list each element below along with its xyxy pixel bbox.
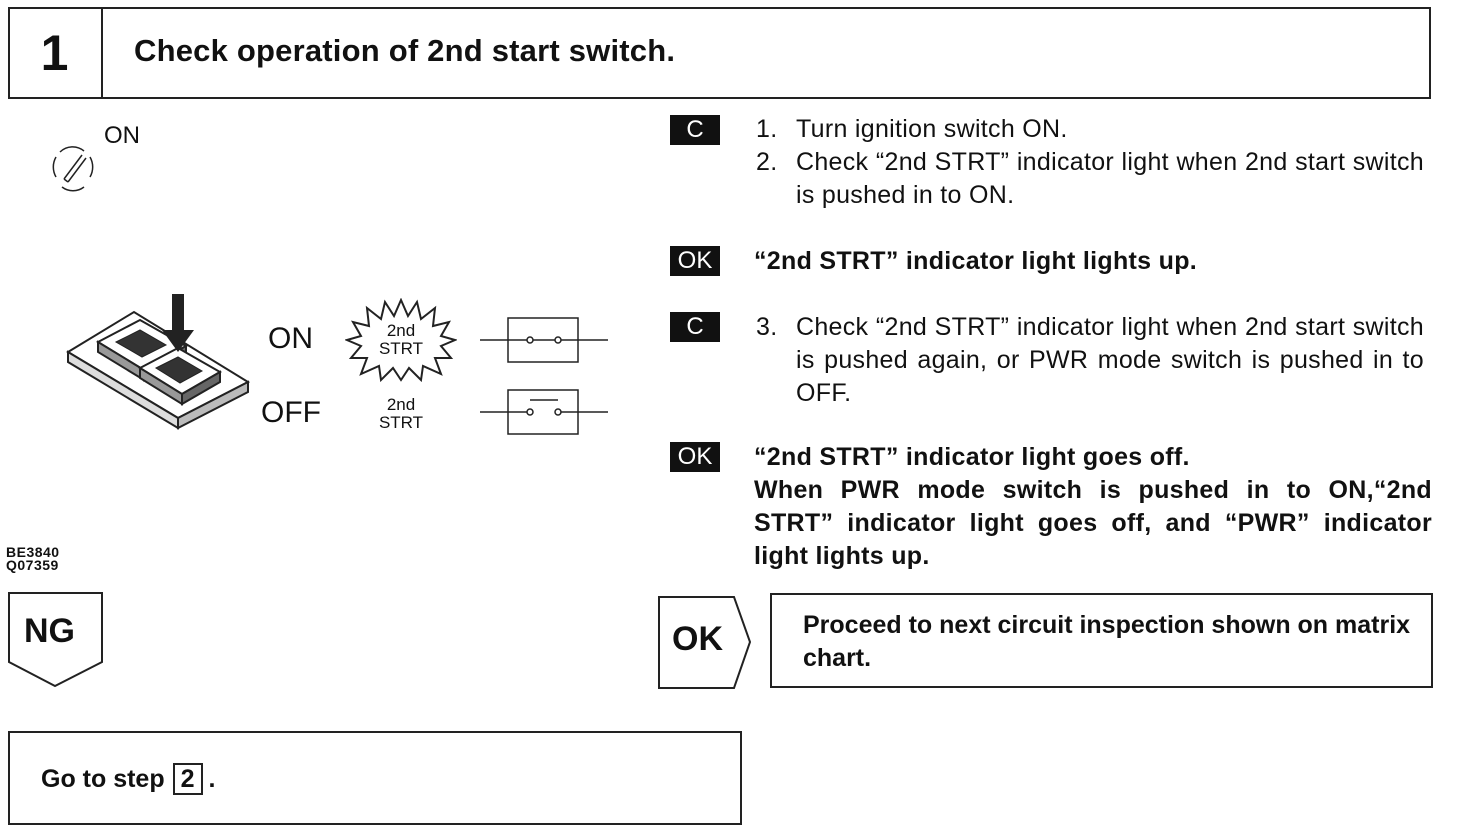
ng-label: NG <box>24 612 75 650</box>
figure-code-1: BE3840 <box>6 544 60 560</box>
ignition-key-icon <box>52 146 94 192</box>
ok-badge-1: OK <box>670 246 720 276</box>
instruction-step-3: 3. Check “2nd STRT” indicator light when… <box>756 311 1424 410</box>
indicator-lit-burst-icon <box>345 298 457 382</box>
plain-label-line1: 2nd <box>386 395 416 414</box>
switch-off-label: OFF <box>261 396 321 429</box>
ok-label: OK <box>672 620 723 658</box>
ok2-line1: “2nd STRT” indicator light goes off. <box>754 443 1190 471</box>
proceed-text: Proceed to next circuit inspection shown… <box>803 611 1411 672</box>
figure-code-2: Q07359 <box>6 557 59 573</box>
ng-pentagon-shape <box>8 592 103 688</box>
step-header <box>8 7 1431 99</box>
goto-box <box>8 731 742 825</box>
burst-label-line2: STRT <box>378 339 424 358</box>
plain-label-line2: STRT <box>378 413 424 432</box>
switch-on-label: ON <box>268 322 313 355</box>
ignition-on-label: ON <box>104 122 140 149</box>
step2-text: Check “2nd STRT” indicator light when 2n… <box>796 148 1424 209</box>
step1-text: Turn ignition switch ON. <box>796 115 1068 143</box>
step1-number: 1. <box>756 115 778 143</box>
goto-prefix: Go to step <box>41 764 165 793</box>
instruction-step-1: 1. Turn ignition switch ON. <box>756 113 1424 146</box>
goto-suffix: . <box>208 764 216 793</box>
step-number: 1 <box>8 7 103 99</box>
goto-instruction: Go to step 2 . <box>41 763 215 795</box>
goto-step-number[interactable]: 2 <box>172 763 203 795</box>
ok-badge-2: OK <box>670 442 720 472</box>
step-title: Check operation of 2nd start switch. <box>134 33 676 68</box>
step3-number: 3. <box>756 313 778 341</box>
figure-codes: BE3840 Q07359 <box>6 544 60 573</box>
ok2-line2: When PWR mode switch is pushed in to ON,… <box>754 476 1432 570</box>
burst-label-line1: 2nd <box>386 321 416 340</box>
check-badge-1: C <box>670 115 720 145</box>
ok2-result: “2nd STRT” indicator light goes off. Whe… <box>754 441 1432 573</box>
ok1-result-text: “2nd STRT” indicator light lights up. <box>754 247 1198 275</box>
switch-panel-illustration <box>66 294 251 430</box>
step3-text: Check “2nd STRT” indicator light when 2n… <box>796 313 1424 407</box>
check-badge-2: C <box>670 312 720 342</box>
switch-symbols <box>480 317 608 435</box>
ok-arrow-shape <box>658 596 752 689</box>
proceed-box <box>770 593 1433 688</box>
instruction-step-2: 2. Check “2nd STRT” indicator light when… <box>756 146 1424 212</box>
step2-number: 2. <box>756 148 778 176</box>
switch-open-icon <box>480 389 608 435</box>
switch-closed-icon <box>480 317 608 363</box>
